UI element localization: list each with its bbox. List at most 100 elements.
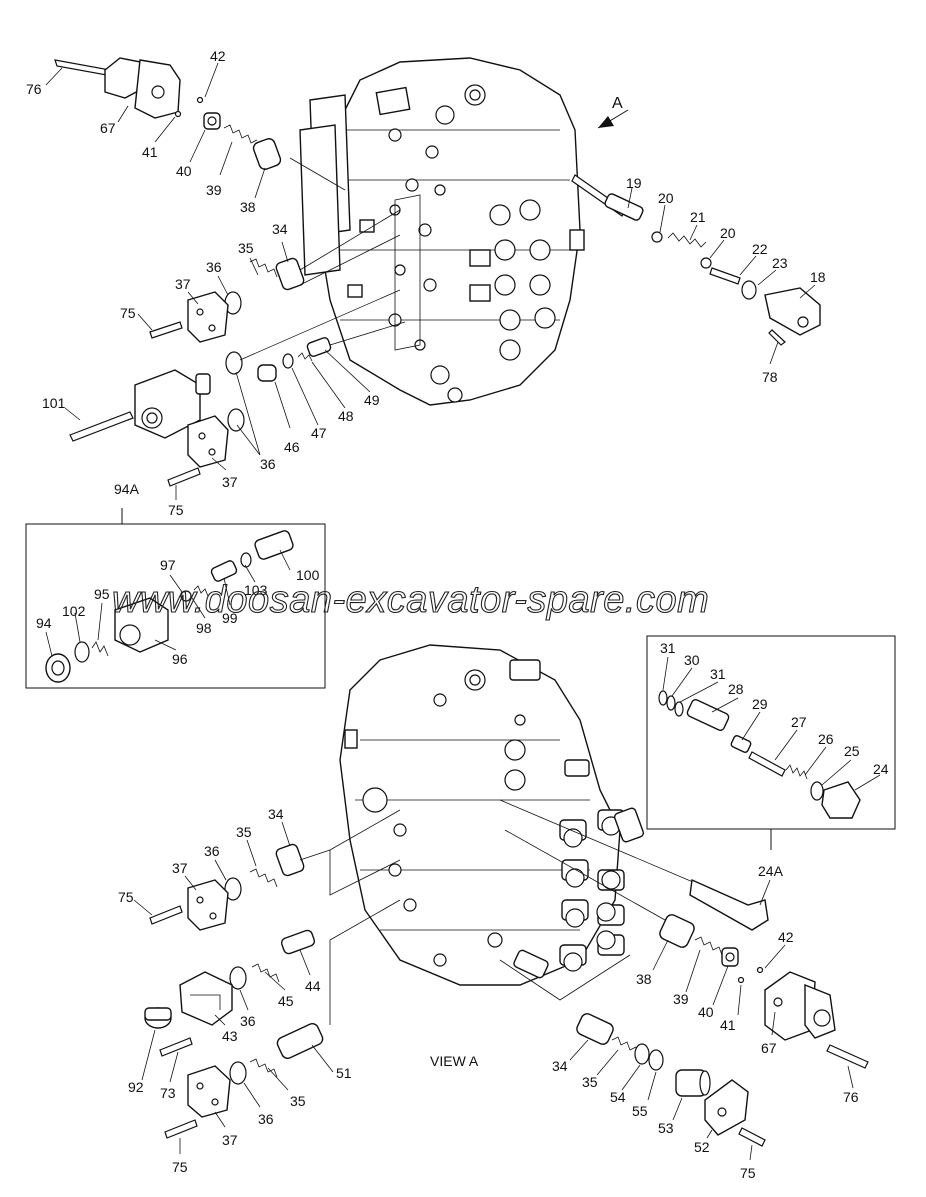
detail-inset-94A [25,508,326,689]
cap-18 [764,287,821,336]
callout-47: 47 [311,425,327,441]
callout-52: 52 [694,1139,710,1155]
callout-24A: 24A [758,863,784,879]
upper-left-parts [54,57,401,343]
oring-36f [229,1061,247,1085]
plug-94 [45,653,71,683]
callout-55: 55 [632,1103,648,1119]
oring-23 [741,280,757,300]
valve-block-94A [134,369,201,439]
callout-98: 98 [196,620,212,636]
ball-42b [756,966,764,974]
callout-99: 99 [222,610,238,626]
oring-36e [229,966,247,990]
callout-labels: 76 42 67 41 40 39 38 34 35 36 37 75 19 2… [26,48,889,1181]
callout-36e: 36 [258,1111,274,1127]
oring-25 [810,781,824,801]
leader-lines-a [299,209,401,286]
oring-55 [648,1049,664,1071]
oring-47 [282,353,294,369]
oring-36d [224,877,242,901]
upper-right-parts [571,109,821,346]
washer-20b [700,257,712,269]
block-96 [114,597,169,653]
callout-92: 92 [128,1079,144,1095]
callout-35d: 35 [582,1074,598,1090]
callout-100: 100 [296,567,320,583]
callout-34a: 34 [272,221,288,237]
callout-43: 43 [222,1028,238,1044]
block-43 [179,971,233,1026]
spring-39b [694,936,723,956]
plug-40-upper [203,112,221,130]
callout-53: 53 [658,1120,674,1136]
spring-39-upper [223,124,258,144]
upper-lower-left-parts [69,289,406,487]
piston-34b [275,843,305,877]
leader-lines-e [329,899,401,1025]
leader-38 [289,157,346,191]
callout-leaders [45,62,881,1161]
callout-37b: 37 [222,474,238,490]
piston-99 [210,560,238,582]
bolt-75c [149,905,183,925]
bolt-101 [69,411,134,442]
washer-20a [651,231,663,243]
pilot-block-67-upper [104,57,181,119]
callout-21: 21 [690,209,706,225]
callout-54: 54 [610,1089,626,1105]
callout-76a: 76 [26,81,42,97]
spring-97 [193,585,209,597]
callout-103: 103 [244,582,268,598]
spring-35d [611,1036,640,1056]
plug-on-94A [195,373,211,395]
poppet-49 [306,337,332,357]
callout-37c: 37 [172,860,188,876]
callout-35c: 35 [290,1093,306,1109]
cover-37-upper [187,291,229,343]
callout-78: 78 [762,369,778,385]
plug-53 [675,1069,711,1097]
spring-21 [667,232,707,248]
ball-41-upper [174,110,182,118]
callout-44: 44 [305,978,321,994]
pilot-block-67-lower [764,971,836,1041]
callout-37d: 37 [222,1132,238,1148]
callout-34c: 34 [552,1058,568,1074]
arrow-a-label: A [612,95,623,112]
sleeve-24A-assembly [689,878,769,931]
callout-29: 29 [752,696,768,712]
spring-26 [785,764,808,780]
spool-19 [604,193,644,221]
callout-75e: 75 [740,1165,756,1181]
callout-18: 18 [810,269,826,285]
callout-19: 19 [626,175,642,191]
plug-24 [821,781,861,819]
callout-28: 28 [728,681,744,697]
oring-102 [74,641,90,663]
callout-67a: 67 [100,120,116,136]
cover-37b [187,415,229,468]
lower-left-parts [144,809,401,1139]
arrow-a-head [598,116,614,128]
plug-100 [254,530,294,560]
oring-31a [658,690,668,706]
ball-42-upper [196,96,204,104]
oring-31b [674,701,684,717]
callout-26: 26 [818,731,834,747]
callout-37a: 37 [175,276,191,292]
callout-25: 25 [844,743,860,759]
bolt-75b [167,467,201,487]
bolt-73 [159,1037,193,1057]
callout-40b: 40 [698,1004,714,1020]
view-a-label: VIEW A [430,1053,479,1069]
main-control-valve-upper [299,57,585,406]
callout-31b: 31 [710,666,726,682]
callout-73: 73 [160,1085,176,1101]
callout-67b: 67 [761,1040,777,1056]
callout-45: 45 [278,993,294,1009]
callout-75a: 75 [120,305,136,321]
piston-44 [280,929,316,955]
spring-45 [251,963,280,983]
piston-34c [576,1013,614,1045]
